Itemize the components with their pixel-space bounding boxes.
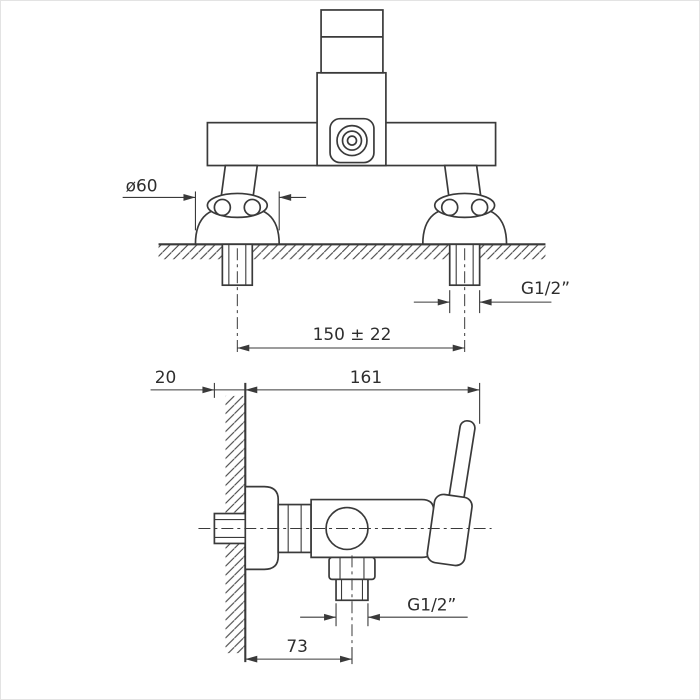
right-locknut-hole-2 [470,198,489,217]
front-view: ø60 150 ± 22 G1/2” [122,9,570,356]
left-eccentric-union [220,164,259,197]
arrowhead [340,655,352,663]
arrowhead [467,386,480,394]
flange-diameter-label: ø60 [126,175,158,195]
dimension-flange-diameter: ø60 [122,175,307,231]
dimension-depth-chain: 20 161 [150,367,481,424]
arrowhead [245,386,258,394]
total-depth-label: 161 [350,367,382,387]
left-locknut-hole-1 [213,198,232,217]
wall-offset-label: 20 [155,367,177,387]
cartridge-ring-inner [346,135,358,146]
right-eccentric-union [443,164,482,197]
arrowhead [237,344,250,352]
inlet-thread-label: G1/2” [521,278,570,298]
dimension-outlet-offset: 73 [245,636,353,665]
arrowhead [367,613,380,621]
outlet-offset-label: 73 [286,636,308,656]
arrowhead [452,344,465,352]
arrowhead [437,298,450,306]
dimension-outlet-thread: G1/2” [300,594,468,627]
mixer-handle-front [320,9,384,74]
arrowhead [324,613,337,621]
dimension-center-distance: 150 ± 22 [237,324,465,352]
arrowhead [183,194,196,201]
left-locknut-hole-2 [243,198,262,217]
right-locknut-hole-1 [440,198,459,217]
dimension-inlet-thread: G1/2” [413,278,570,314]
wall-hatching [158,244,546,260]
handle-base [426,493,473,567]
arrowhead [245,655,258,663]
arrowhead [279,194,292,201]
side-view: 20 161 G1/2” 73 [150,367,492,665]
center-distance-label: 150 ± 22 [313,324,392,344]
arrowhead [202,386,215,394]
outlet-thread-label: G1/2” [407,594,456,614]
arrowhead [479,298,492,306]
